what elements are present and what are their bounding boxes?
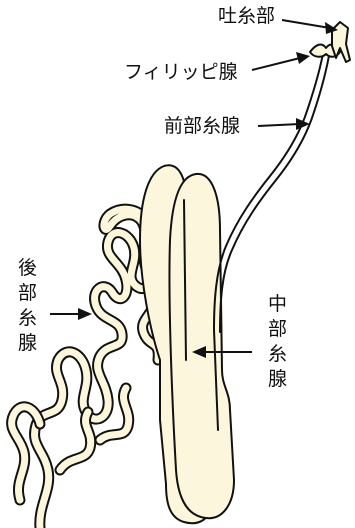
label-middle-char-1: 中 [268,293,287,315]
label-middle-char-4: 腺 [268,368,287,390]
label-middle-char-3: 糸 [268,343,287,365]
label-posterior-gland: 後 部 糸 腺 [18,257,37,354]
label-middle-gland: 中 部 糸 腺 [268,293,287,390]
label-posterior-char-2: 部 [18,282,37,304]
label-posterior-char-3: 糸 [18,307,37,329]
label-filippi-gland: フィリッピ腺 [124,61,238,83]
label-middle-char-2: 部 [268,318,287,340]
label-posterior-char-4: 腺 [18,332,37,354]
label-anterior-gland: 前部糸腺 [164,115,240,137]
label-spinneret: 吐糸部 [218,5,275,27]
anterior-silk-gland [214,48,330,332]
label-posterior-char-1: 後 [18,257,37,279]
